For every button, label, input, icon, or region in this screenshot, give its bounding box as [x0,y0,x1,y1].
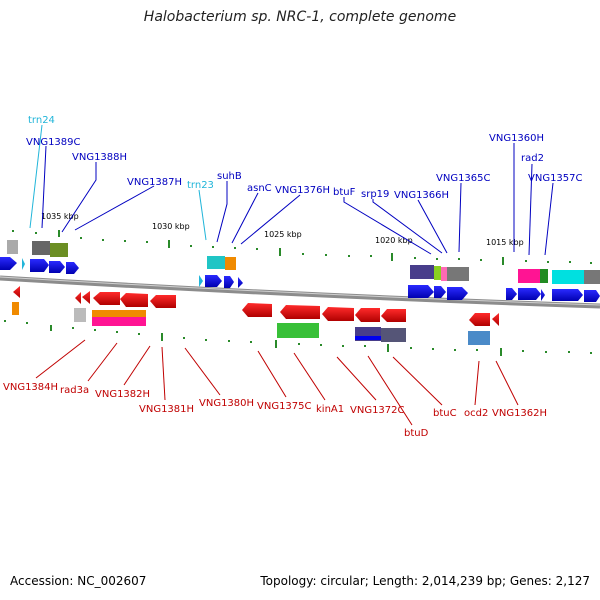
tick-marks-upper [12,230,592,265]
gene-label-rad3a: rad3a [60,385,89,396]
genome-backbone-highlight [0,276,600,306]
kbp-label-1030: 1030 kbp [152,222,190,231]
upper-feature-boxes [7,240,600,284]
lower-feature-boxes [12,302,490,345]
gene-label-vng1362h: VNG1362H [492,408,547,419]
forward-genes [0,257,600,302]
gene-label-vng1389c: VNG1389C [26,137,81,148]
genome-backbone [0,275,600,309]
gene-label-vng1384h: VNG1384H [3,382,58,393]
gene-label-vng1357c: VNG1357C [528,173,583,184]
gene-label-btuc: btuC [433,408,457,419]
bottom-gene-labels: VNG1384H rad3a VNG1382H VNG1381H VNG1380… [3,382,547,439]
gene-label-trn23: trn23 [187,180,214,191]
kbp-label-1035: 1035 kbp [41,212,79,221]
genome-summary-text: Topology: circular; Length: 2,014,239 bp… [260,574,590,588]
gene-label-srp19: srp19 [361,189,389,200]
top-label-connectors [29,124,554,256]
kbp-label-1025: 1025 kbp [264,230,302,239]
gene-label-vng1380h: VNG1380H [199,398,254,409]
gene-label-asnc: asnC [247,183,272,194]
kbp-label-1015: 1015 kbp [486,238,524,247]
accession-text: Accession: NC_002607 [10,574,147,588]
gene-label-vng1372c: VNG1372C [350,405,405,416]
reverse-genes [13,286,499,326]
gene-label-vng1381h: VNG1381H [139,404,194,415]
top-gene-labels: trn24 VNG1389C VNG1388H VNG1387H trn23 s… [26,115,583,201]
gene-label-kina1: kinA1 [316,404,344,415]
map-title: Halobacterium sp. NRC-1, complete genome [143,9,457,25]
gene-label-vng1376h: VNG1376H [275,185,330,196]
gene-label-ocd2: ocd2 [464,408,488,419]
kbp-label-1020: 1020 kbp [375,236,413,245]
gene-label-trn24: trn24 [28,115,55,126]
gene-label-vng1366h: VNG1366H [394,190,449,201]
bottom-label-connectors [35,339,519,426]
gene-label-vng1388h: VNG1388H [72,152,127,163]
gene-label-vng1360h: VNG1360H [489,133,544,144]
gene-label-vng1375c: VNG1375C [257,401,312,412]
gene-label-btuf: btuF [333,187,356,198]
gene-label-vng1365c: VNG1365C [436,173,491,184]
gene-label-rad2: rad2 [521,153,544,164]
gene-label-btud: btuD [404,428,429,439]
tick-marks-lower [4,320,592,356]
gene-label-suhb: suhB [217,171,242,182]
gene-label-vng1387h: VNG1387H [127,177,182,188]
gene-label-vng1382h: VNG1382H [95,389,150,400]
